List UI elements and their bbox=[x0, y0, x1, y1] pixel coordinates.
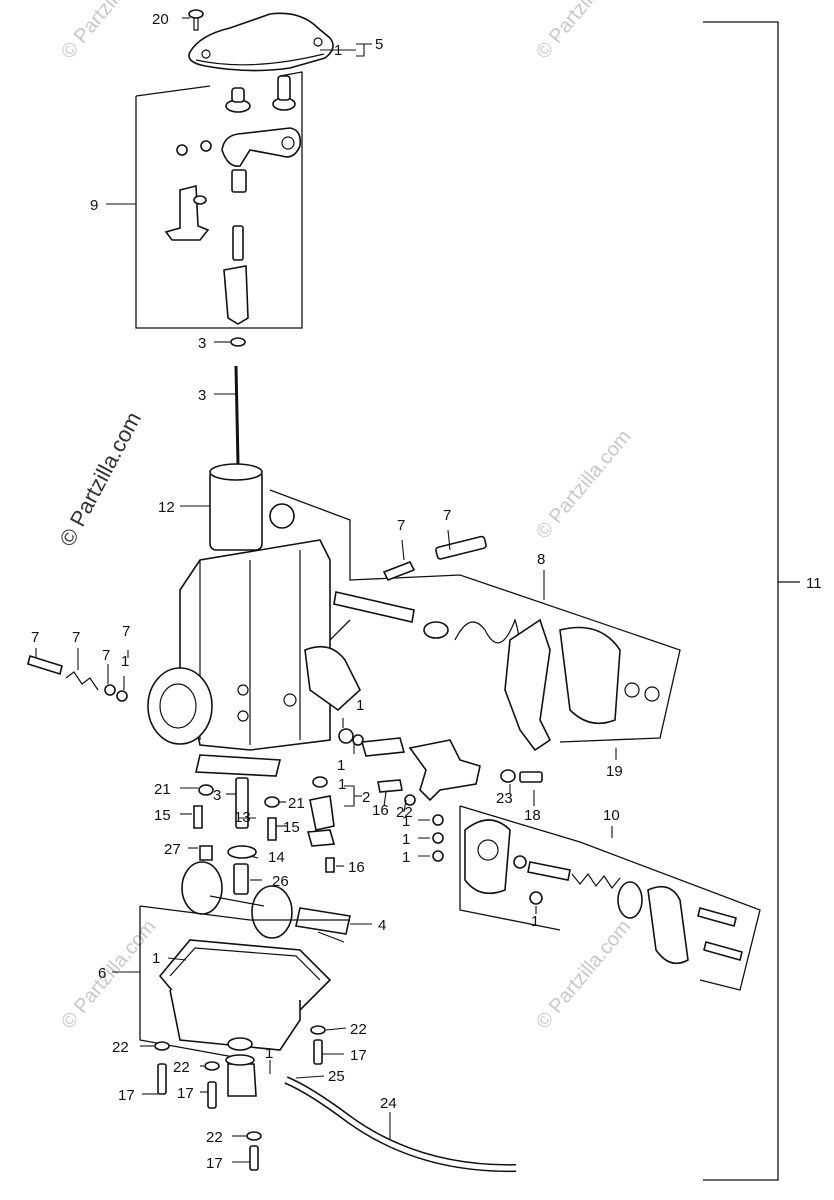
idle-screw-assembly bbox=[27, 654, 128, 702]
label-1: 1 bbox=[334, 42, 342, 59]
label-13: 13 bbox=[234, 809, 251, 826]
watermark-main: © Partzilla.com bbox=[54, 408, 146, 551]
watermark-faint-5: © Partzilla.com bbox=[532, 916, 635, 1033]
watermark-group: © Partzilla.com © Partzilla.com © Partzi… bbox=[54, 0, 635, 1033]
label-7: 7 bbox=[397, 517, 405, 534]
label-8: 8 bbox=[537, 551, 545, 568]
label-18: 18 bbox=[524, 807, 541, 824]
label-1: 1 bbox=[338, 776, 346, 793]
label-26: 26 bbox=[272, 873, 289, 890]
label-1: 1 bbox=[265, 1045, 273, 1062]
watermark-faint-1: © Partzilla.com bbox=[57, 0, 160, 63]
carburetor-body bbox=[147, 539, 361, 777]
label-11: 11 bbox=[806, 575, 822, 592]
label-17: 17 bbox=[206, 1155, 223, 1172]
top-cover bbox=[188, 12, 334, 72]
box-9 bbox=[135, 71, 303, 329]
label-7: 7 bbox=[102, 647, 110, 664]
label-7: 7 bbox=[31, 629, 39, 646]
callout-labels: 20 1 5 9 3 3 12 7 7 8 11 7 7 7 7 1 1 1 1… bbox=[31, 11, 822, 1172]
jet-needle bbox=[230, 337, 246, 465]
label-9: 9 bbox=[90, 197, 98, 214]
watermark-faint-3: © Partzilla.com bbox=[532, 426, 635, 543]
label-3: 3 bbox=[198, 335, 206, 352]
label-10: 10 bbox=[603, 807, 620, 824]
label-24: 24 bbox=[380, 1095, 397, 1112]
box-6 bbox=[139, 905, 350, 1061]
label-22: 22 bbox=[112, 1039, 129, 1056]
label-12: 12 bbox=[158, 499, 175, 516]
bowl-screws bbox=[154, 1025, 326, 1171]
label-25: 25 bbox=[328, 1068, 345, 1085]
label-3: 3 bbox=[213, 787, 221, 804]
label-21: 21 bbox=[154, 781, 171, 798]
label-16: 16 bbox=[348, 859, 365, 876]
label-22: 22 bbox=[206, 1129, 223, 1146]
label-27: 27 bbox=[164, 841, 181, 858]
label-2: 2 bbox=[362, 789, 370, 806]
label-1: 1 bbox=[337, 757, 345, 774]
label-1: 1 bbox=[402, 831, 410, 848]
box-10-parts bbox=[464, 819, 743, 965]
label-15: 15 bbox=[154, 807, 171, 824]
label-19: 19 bbox=[606, 763, 623, 780]
box-9-parts bbox=[164, 75, 302, 325]
box-8 bbox=[269, 489, 681, 743]
watermark-faint-4: © Partzilla.com bbox=[57, 916, 160, 1033]
label-6: 6 bbox=[98, 965, 106, 982]
float-assembly bbox=[181, 861, 351, 943]
label-5: 5 bbox=[375, 36, 383, 53]
box-10 bbox=[459, 805, 761, 991]
label-14: 14 bbox=[268, 849, 285, 866]
label-17: 17 bbox=[350, 1047, 367, 1064]
label-1: 1 bbox=[402, 849, 410, 866]
label-1: 1 bbox=[356, 697, 364, 714]
screw-20 bbox=[188, 9, 204, 31]
bracket-11 bbox=[703, 21, 800, 1181]
label-1: 1 bbox=[402, 813, 410, 830]
label-21: 21 bbox=[288, 795, 305, 812]
label-3: 3 bbox=[198, 387, 206, 404]
label-7: 7 bbox=[72, 629, 80, 646]
label-22: 22 bbox=[396, 804, 413, 821]
watermark-faint-2: © Partzilla.com bbox=[532, 0, 635, 63]
float-bowl bbox=[158, 939, 332, 1097]
box-8-parts bbox=[269, 503, 660, 752]
drain-hose bbox=[284, 1076, 517, 1173]
label-17: 17 bbox=[177, 1085, 194, 1102]
label-22: 22 bbox=[350, 1021, 367, 1038]
label-1: 1 bbox=[531, 913, 539, 930]
label-1: 1 bbox=[121, 653, 129, 670]
label-4: 4 bbox=[378, 917, 386, 934]
label-1: 1 bbox=[152, 950, 160, 967]
label-20: 20 bbox=[152, 11, 169, 28]
label-22: 22 bbox=[173, 1059, 190, 1076]
leader-lines bbox=[35, 17, 617, 1163]
label-7: 7 bbox=[122, 623, 130, 640]
throttle-slide bbox=[209, 463, 263, 551]
label-7: 7 bbox=[443, 507, 451, 524]
label-17: 17 bbox=[118, 1087, 135, 1104]
label-16: 16 bbox=[372, 802, 389, 819]
label-15: 15 bbox=[283, 819, 300, 836]
small-parts bbox=[193, 728, 543, 895]
label-23: 23 bbox=[496, 790, 513, 807]
